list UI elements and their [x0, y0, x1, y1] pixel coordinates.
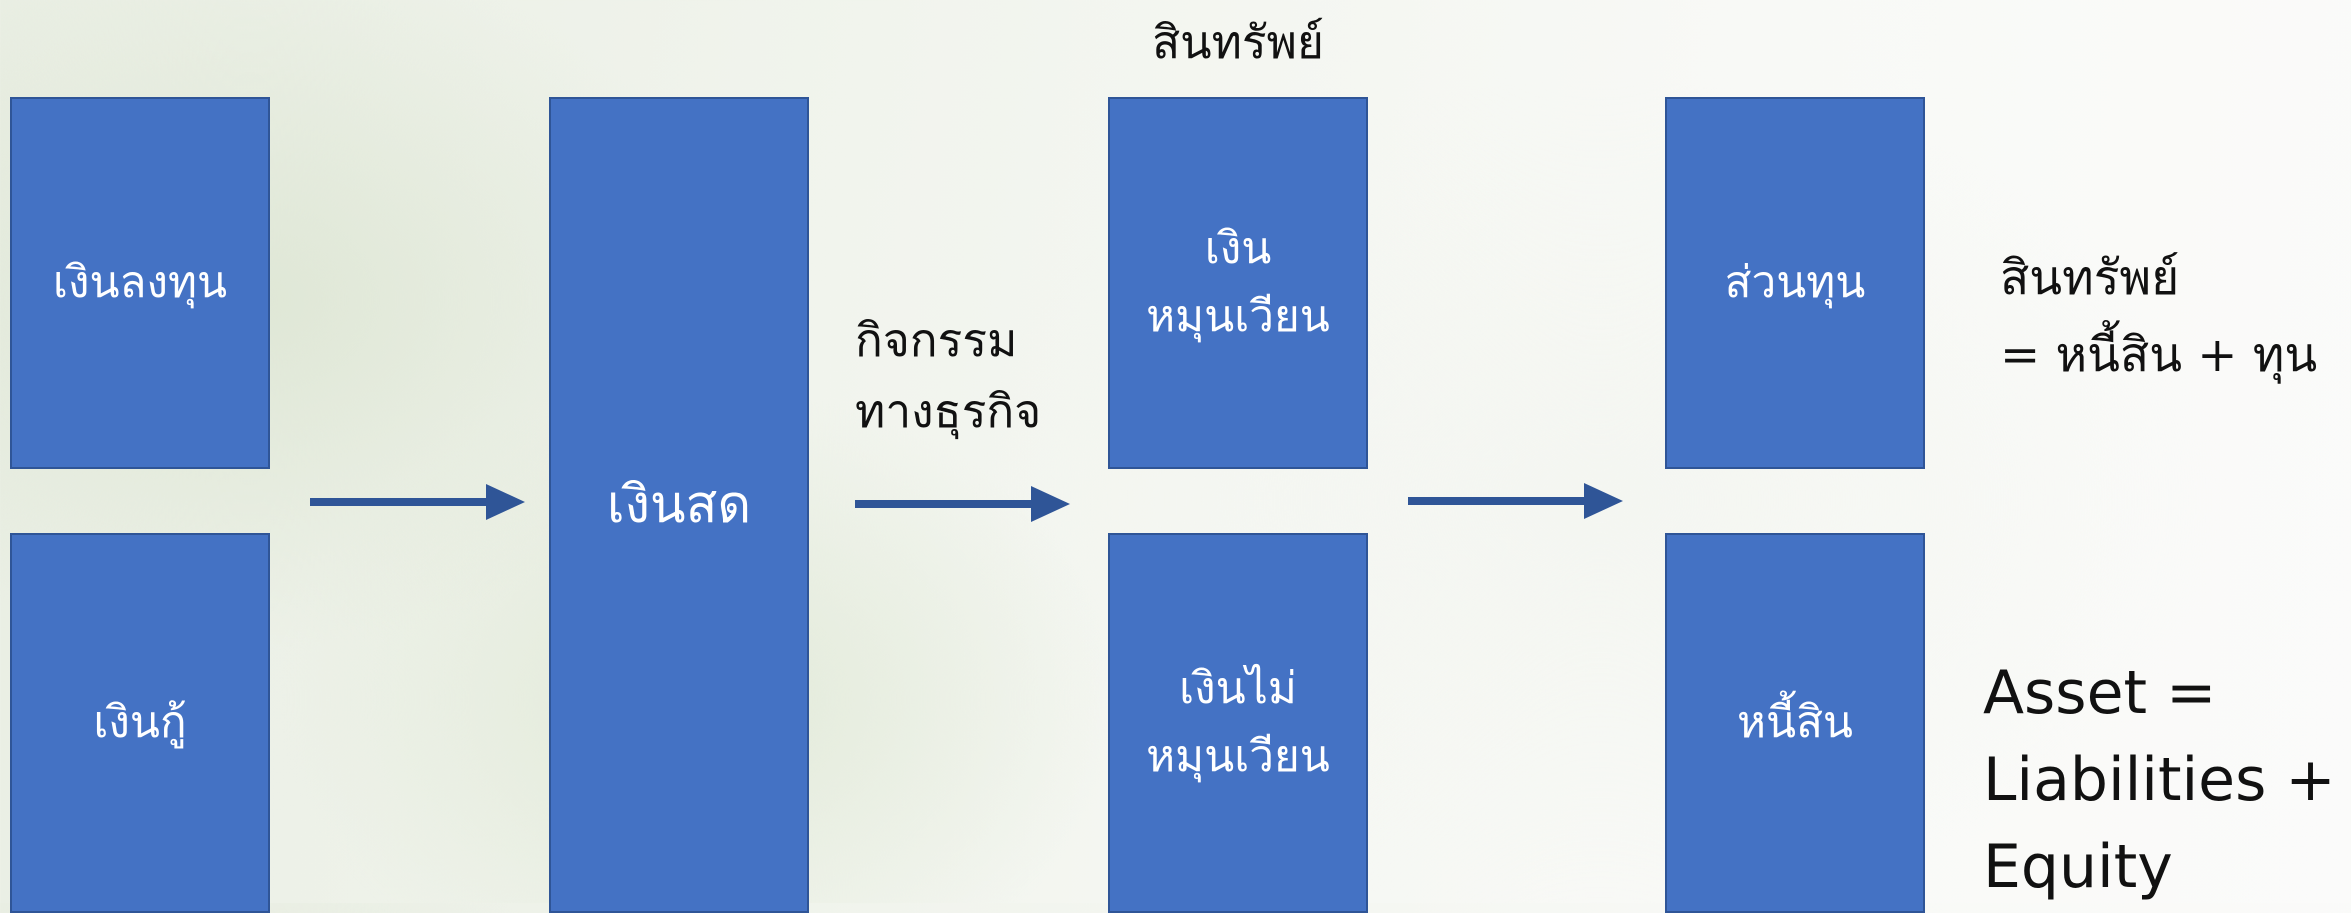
non-current-assets-box: เงินไม่ หมุนเวียน — [1108, 533, 1368, 913]
current-assets-box: เงิน หมุนเวียน — [1108, 97, 1368, 469]
equity-box: ส่วนทุน — [1665, 97, 1925, 469]
business-activity-label: กิจกรรม ทางธุรกิจ — [855, 313, 1042, 439]
equation-english: Asset = Liabilities + Equity — [1983, 658, 2336, 902]
arrow-to-assets — [855, 484, 1070, 524]
liabilities-label: หนี้สิน — [1736, 696, 1853, 748]
investment-label: เงินลงทุน — [52, 256, 228, 308]
non-current-assets-label: เงินไม่ หมุนเวียน — [1146, 662, 1330, 782]
cash-label: เงินสด — [606, 474, 752, 535]
cash-box: เงินสด — [549, 97, 809, 913]
arrow-to-cash — [310, 482, 525, 522]
loan-label: เงินกู้ — [93, 696, 187, 748]
equation-thai: สินทรัพย์ = หนี้สิน + ทุน — [2000, 250, 2318, 383]
investment-box: เงินลงทุน — [10, 97, 270, 469]
liabilities-box: หนี้สิน — [1665, 533, 1925, 913]
equity-label: ส่วนทุน — [1724, 256, 1866, 308]
arrow-to-equity-liabilities — [1408, 481, 1623, 521]
current-assets-label: เงิน หมุนเวียน — [1146, 222, 1330, 342]
assets-heading: สินทรัพย์ — [1152, 15, 1324, 69]
loan-box: เงินกู้ — [10, 533, 270, 913]
